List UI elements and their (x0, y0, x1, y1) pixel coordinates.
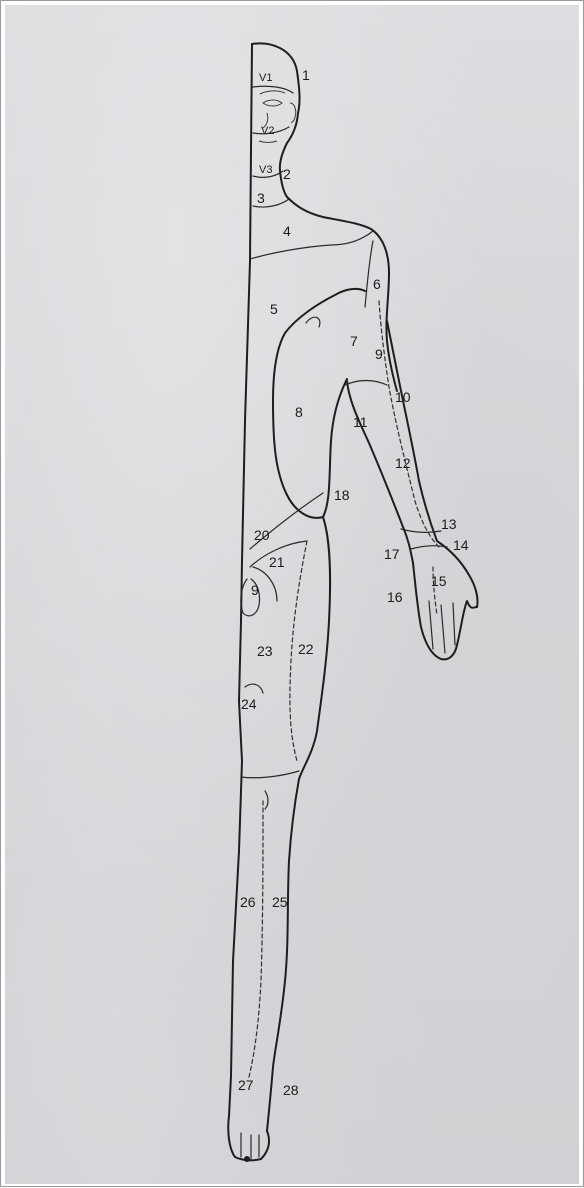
label-4: 4 (283, 223, 291, 239)
label-v3: V3 (259, 164, 272, 176)
label-18: 18 (334, 487, 350, 503)
arm-upper-inner-line (365, 241, 373, 307)
kneecap-mark (265, 791, 268, 809)
label-1: 1 (302, 67, 310, 83)
label-25: 25 (272, 894, 288, 910)
label-3: 3 (257, 190, 265, 206)
label-v1: V1 (259, 72, 272, 84)
body-midline (229, 44, 252, 1116)
arm-inner-outline (347, 381, 413, 563)
label-12: 12 (395, 455, 411, 471)
label-21: 21 (269, 554, 285, 570)
knee-curve (245, 684, 263, 693)
arm-dermatome-dash (379, 301, 439, 547)
label-11: 11 (353, 414, 368, 430)
finger-line-2 (441, 605, 445, 653)
wrist-band-line (411, 546, 447, 549)
mouth-line (259, 141, 277, 143)
label-9: 9 (375, 346, 383, 362)
ear-shape (290, 103, 296, 123)
v1-v2-boundary (253, 86, 293, 93)
label-20: 20 (254, 527, 270, 543)
label-22: 22 (298, 641, 314, 657)
label-8: 8 (295, 404, 303, 420)
finger-line-1 (429, 601, 433, 649)
label-16: 16 (387, 589, 403, 605)
shin-dermatome-dash (249, 801, 263, 1077)
label-27: 27 (238, 1077, 254, 1093)
label-10: 10 (395, 389, 411, 405)
axilla-curve (306, 317, 320, 327)
label-23: 23 (257, 643, 273, 659)
finger-line-3 (453, 603, 455, 645)
label-2: 2 (283, 166, 291, 182)
label-24: 24 (241, 696, 257, 712)
shoulder-band-line (250, 231, 373, 259)
eyebrow-line (260, 91, 285, 94)
forearm-band-line (345, 381, 387, 386)
eye-shape (263, 100, 282, 106)
foot-outline (228, 1116, 269, 1160)
label-6: 6 (373, 276, 381, 292)
label-14: 14 (453, 537, 469, 553)
label-7: 7 (350, 333, 358, 349)
toe-mark (244, 1156, 250, 1162)
label-15: 15 (431, 573, 447, 589)
wrist-line (401, 529, 441, 532)
label-28: 28 (283, 1082, 299, 1098)
label-13: 13 (441, 516, 457, 532)
label-17: 17 (384, 546, 400, 562)
thigh-outer-outline (267, 517, 330, 1131)
label-26: 26 (240, 894, 256, 910)
label-v2: V2 (261, 125, 274, 137)
knee-band-line (241, 771, 299, 778)
label-19: 9 (251, 582, 259, 598)
label-5: 5 (270, 301, 278, 317)
